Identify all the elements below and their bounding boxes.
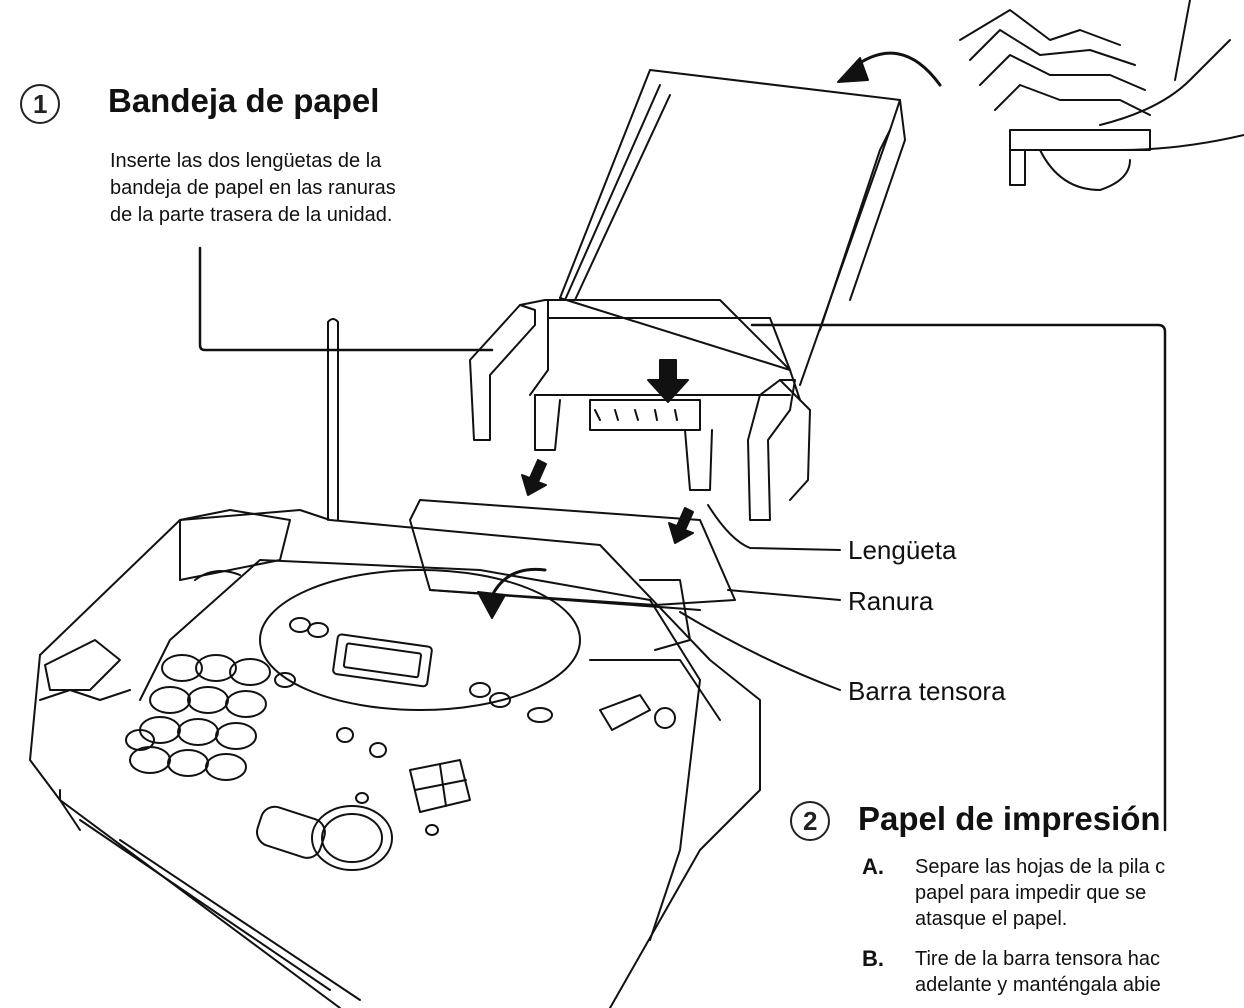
step2-item-a-line-1: Separe las hojas de la pila c: [915, 856, 1166, 878]
step2-number: 2: [803, 806, 818, 836]
step2-item-a-line-3: atasque el papel.: [915, 908, 1068, 930]
step1-instructions: Inserte las dos lengüetas de la bandeja …: [110, 148, 510, 229]
paper-leader-line: [750, 323, 1167, 832]
tab-leader: [707, 504, 841, 551]
callout-tab: Lengüeta: [848, 535, 957, 565]
tray-guide-line: [327, 318, 339, 521]
step1-title: Bandeja de papel: [108, 82, 380, 119]
step2-circle: [790, 801, 830, 841]
step2-title: Papel de impresión: [858, 800, 1161, 837]
callout-tension-bar: Barra tensora: [848, 676, 1006, 706]
step2-item-b: B. Tire de la barra tensora hac adelante…: [862, 946, 1244, 998]
callout-slot: Ranura: [848, 586, 934, 616]
step2-instructions: A. Separe las hojas de la pila c papel p…: [862, 854, 1244, 998]
step2-item-b-line-2: adelante y manténgala abie: [915, 974, 1161, 996]
paper-stack: [559, 69, 906, 386]
hand-fanning-paper: [959, 0, 1244, 191]
tray-leader-line: [198, 246, 494, 352]
step1-line-2: bandeja de papel en las ranuras: [110, 177, 396, 199]
fax-machine: [29, 499, 761, 1008]
down-arrow-center: [647, 359, 689, 403]
slot-leader: [727, 589, 841, 601]
paper-tray: [469, 299, 811, 521]
tension-bar-leader: [679, 611, 841, 691]
step2-item-a: A. Separe las hojas de la pila c papel p…: [862, 854, 1244, 932]
step1-circle: [20, 84, 60, 124]
step2-item-a-line-2: papel para impedir que se: [915, 882, 1147, 904]
down-arrow-left: [521, 459, 547, 496]
step2-item-b-letter: B.: [862, 946, 884, 971]
down-arrow-right: [668, 507, 694, 544]
step1-number: 1: [33, 89, 48, 119]
step1-line-1: Inserte las dos lengüetas de la: [110, 150, 382, 172]
step2-item-b-line-1: Tire de la barra tensora hac: [915, 948, 1160, 970]
step1-line-3: de la parte trasera de la unidad.: [110, 204, 393, 226]
step2-item-a-letter: A.: [862, 854, 884, 879]
